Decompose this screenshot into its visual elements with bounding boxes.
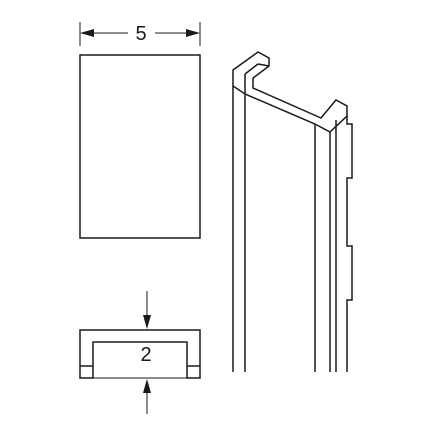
channel-top-end — [232, 51, 348, 133]
lip-inner-edge — [244, 63, 259, 75]
front-panel — [79, 54, 201, 239]
arrowhead-right — [186, 29, 200, 37]
arrowhead-up — [143, 379, 151, 393]
arrowhead-left — [80, 29, 94, 37]
strip-notched-side — [346, 116, 353, 372]
width-dimension: 5 — [79, 22, 201, 46]
height-dimension: 2 — [93, 291, 187, 414]
lip-top-edge — [257, 63, 270, 67]
width-dimension-label: 5 — [135, 23, 146, 45]
arrowhead-down — [143, 315, 151, 329]
channel-isometric-view — [232, 51, 353, 372]
height-dimension-label: 2 — [140, 344, 151, 366]
